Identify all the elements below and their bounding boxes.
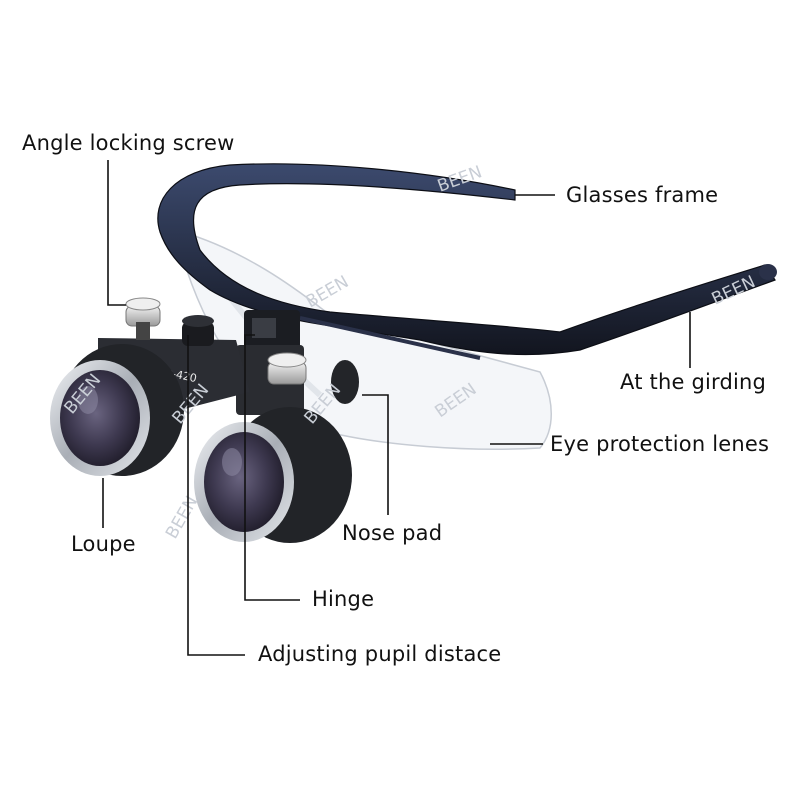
label-glasses-frame: Glasses frame: [566, 183, 719, 207]
temple-tip: [759, 264, 777, 280]
angle-locking-screw-knob: [125, 297, 161, 340]
right-screw-knob: [267, 352, 307, 385]
leader-angle-locking-screw: [107, 160, 126, 306]
watermark-text: BEEN: [303, 272, 353, 312]
label-loupe: Loupe: [71, 532, 136, 556]
leader-adjusting-pupil-distace: [187, 335, 245, 656]
label-angle-locking-screw: Angle locking screw: [22, 131, 235, 155]
right-loupe: [194, 407, 352, 543]
pupil-adjust-knob: [182, 315, 214, 346]
lens-rim-edge: [299, 316, 481, 360]
glasses-frame: [157, 163, 776, 356]
label-at-the-girding: At the girding: [620, 370, 767, 394]
nose-pad: [331, 360, 359, 404]
left-loupe: [50, 344, 184, 476]
label-eye-protection-lenes: Eye protection lenes: [550, 432, 770, 456]
watermark-text: BEEN: [162, 493, 202, 543]
leader-nose-pad: [362, 394, 389, 515]
label-hinge: Hinge: [312, 587, 375, 611]
label-adjusting-pupil-distace: Adjusting pupil distace: [258, 642, 502, 666]
label-nose-pad: Nose pad: [342, 521, 443, 545]
hinge-slot: [252, 318, 276, 338]
leader-hinge: [244, 334, 300, 601]
